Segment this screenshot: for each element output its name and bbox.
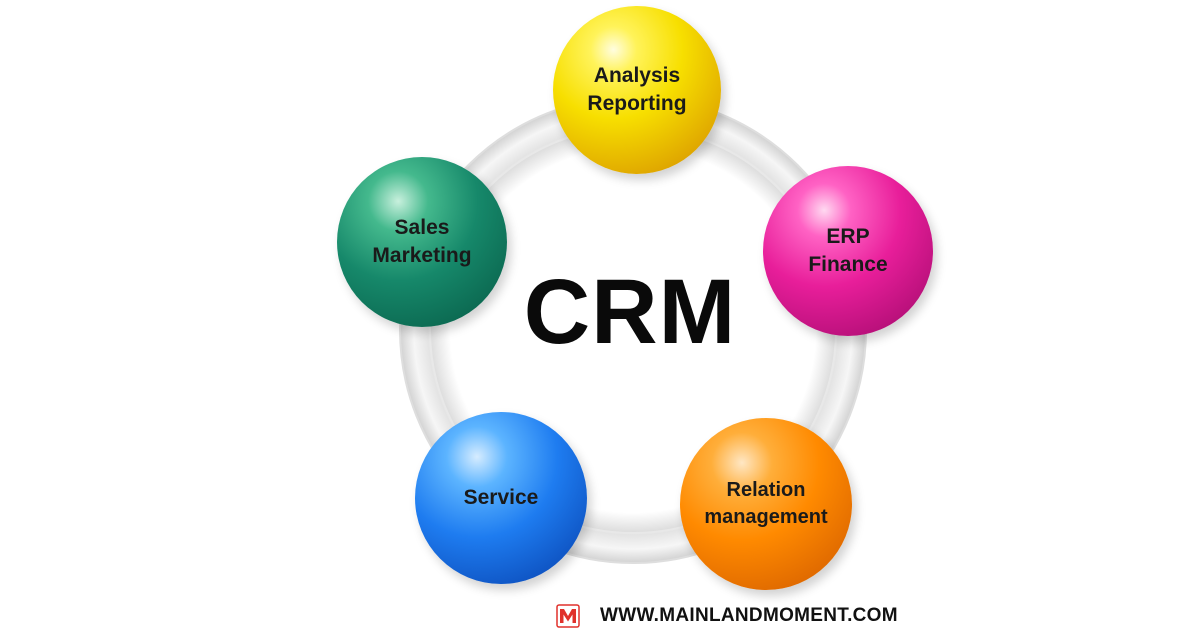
footer-watermark: WWW.MAINLANDMOMENT.COM [556, 602, 898, 628]
node-label: Service [464, 484, 539, 512]
node-label-line: Marketing [372, 244, 472, 267]
node-label-line: management [704, 506, 828, 528]
node-label-line: Relation [726, 479, 806, 501]
node-label-line: Sales [394, 216, 450, 239]
node-relation-management: Relation management [680, 418, 852, 590]
node-label-line: Analysis [593, 64, 681, 87]
node-label: ERP Finance [808, 223, 887, 279]
node-label-line: Reporting [587, 92, 687, 115]
node-label-line: ERP [826, 225, 870, 248]
node-sales-marketing: Sales Marketing [337, 157, 507, 327]
node-label-line: Service [463, 486, 539, 509]
crm-title: CRM [523, 261, 737, 363]
node-label: Relation management [704, 477, 827, 531]
node-label: Analysis Reporting [587, 62, 686, 118]
node-analysis-reporting: Analysis Reporting [553, 6, 721, 174]
node-service: Service [415, 412, 587, 584]
node-erp-finance: ERP Finance [763, 166, 933, 336]
m-logo-icon [556, 604, 580, 628]
node-label-line: Finance [808, 253, 888, 276]
node-label: Sales Marketing [372, 214, 471, 270]
footer-url-link[interactable]: WWW.MAINLANDMOMENT.COM [600, 605, 898, 626]
